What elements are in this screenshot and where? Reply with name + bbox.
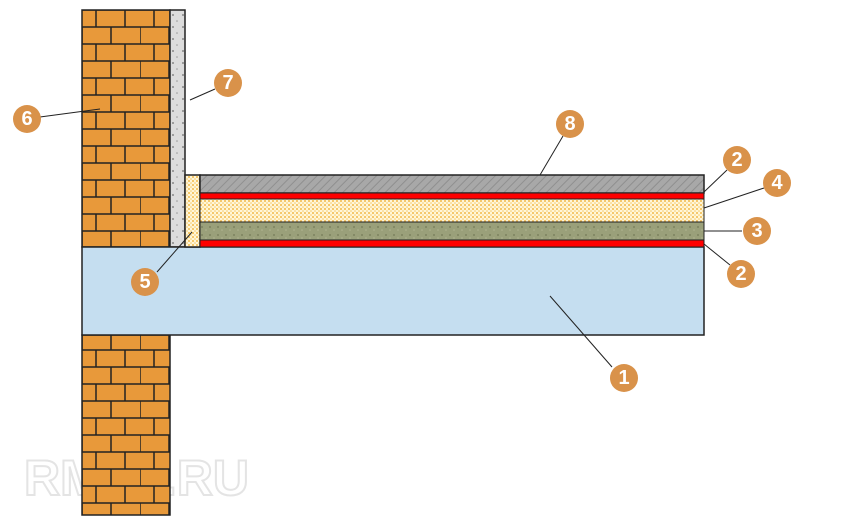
membrane-top <box>199 192 705 200</box>
callout-5: 5 <box>131 268 159 296</box>
membrane-bottom <box>199 239 705 248</box>
callout-1: 1 <box>610 364 638 392</box>
callout-label: 5 <box>139 271 150 293</box>
edge-insulation-strip <box>184 174 201 248</box>
callout-6: 6 <box>13 105 41 133</box>
brick-wall-upper <box>81 9 171 248</box>
callout-2-top: 2 <box>723 146 751 174</box>
callout-label: 3 <box>751 220 762 242</box>
callout-3: 3 <box>743 217 771 245</box>
callout-4: 4 <box>763 169 791 197</box>
callout-label: 1 <box>618 367 629 389</box>
callout-label: 4 <box>771 172 783 194</box>
callout-label: 8 <box>564 113 575 135</box>
brick-wall-lower <box>81 334 171 516</box>
insulation-layer <box>199 198 705 223</box>
concrete-slab <box>81 246 705 336</box>
screed-layer <box>199 174 705 194</box>
callout-8: 8 <box>556 110 584 138</box>
plaster-layer <box>169 9 186 248</box>
callout-7: 7 <box>214 69 242 97</box>
soundproof-layer <box>199 221 705 241</box>
callout-label: 2 <box>731 149 742 171</box>
callout-2-bottom: 2 <box>727 260 755 288</box>
leader-lines <box>39 88 765 368</box>
callout-label: 7 <box>222 72 233 94</box>
callout-label: 2 <box>735 263 746 285</box>
callout-label: 6 <box>21 108 32 130</box>
